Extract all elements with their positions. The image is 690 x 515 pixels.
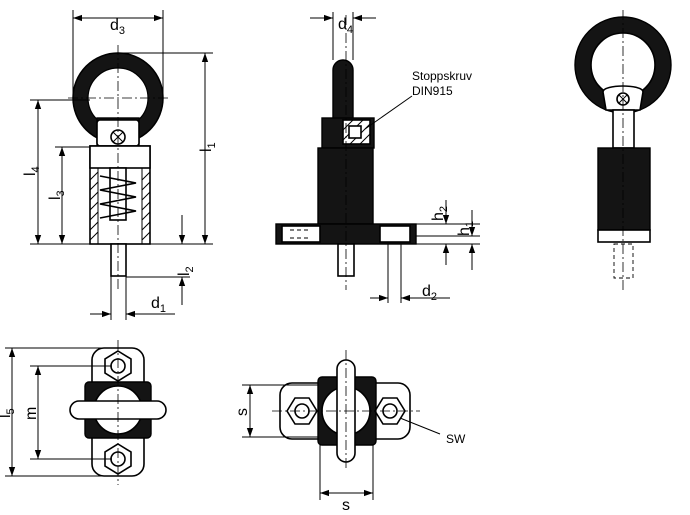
note-set-screw-line2: DIN915 — [412, 84, 453, 98]
set-screw — [348, 125, 362, 139]
label-d2: d2 — [422, 283, 437, 303]
front-dimensions — [30, 10, 213, 320]
top-view-left-dimensions — [5, 347, 112, 477]
right-view — [574, 10, 672, 290]
label-l4: l4 — [22, 166, 42, 176]
label-m: m — [23, 407, 40, 420]
front-pin — [110, 243, 127, 277]
label-h1: h1 — [456, 221, 476, 236]
label-s-vertical: s — [234, 408, 251, 416]
label-d4: d4 — [338, 16, 353, 36]
label-l3: l3 — [47, 190, 67, 200]
right-body — [597, 147, 651, 231]
label-sw: SW — [446, 432, 466, 446]
front-view — [68, 45, 168, 290]
label-h2: h2 — [430, 206, 450, 221]
label-d3: d3 — [110, 17, 125, 37]
label-l1: l1 — [198, 142, 218, 152]
label-l2: l2 — [176, 266, 196, 276]
label-s-horizontal: s — [342, 497, 350, 514]
top-view-middle — [272, 350, 420, 470]
side-view — [275, 15, 417, 290]
side-dimensions — [310, 12, 480, 303]
compression-spring — [99, 175, 137, 219]
top-view-left — [69, 340, 167, 485]
dimension-labels: d3 d4 l1 l4 l3 l2 d1 d2 h2 h1 l5 m s s S… — [0, 16, 476, 514]
side-body — [317, 147, 374, 225]
label-l5: l5 — [0, 408, 17, 418]
note-set-screw-line1: Stoppskruv — [412, 69, 472, 83]
label-d1: d1 — [151, 295, 166, 315]
top-view-middle-dimensions — [242, 384, 441, 500]
